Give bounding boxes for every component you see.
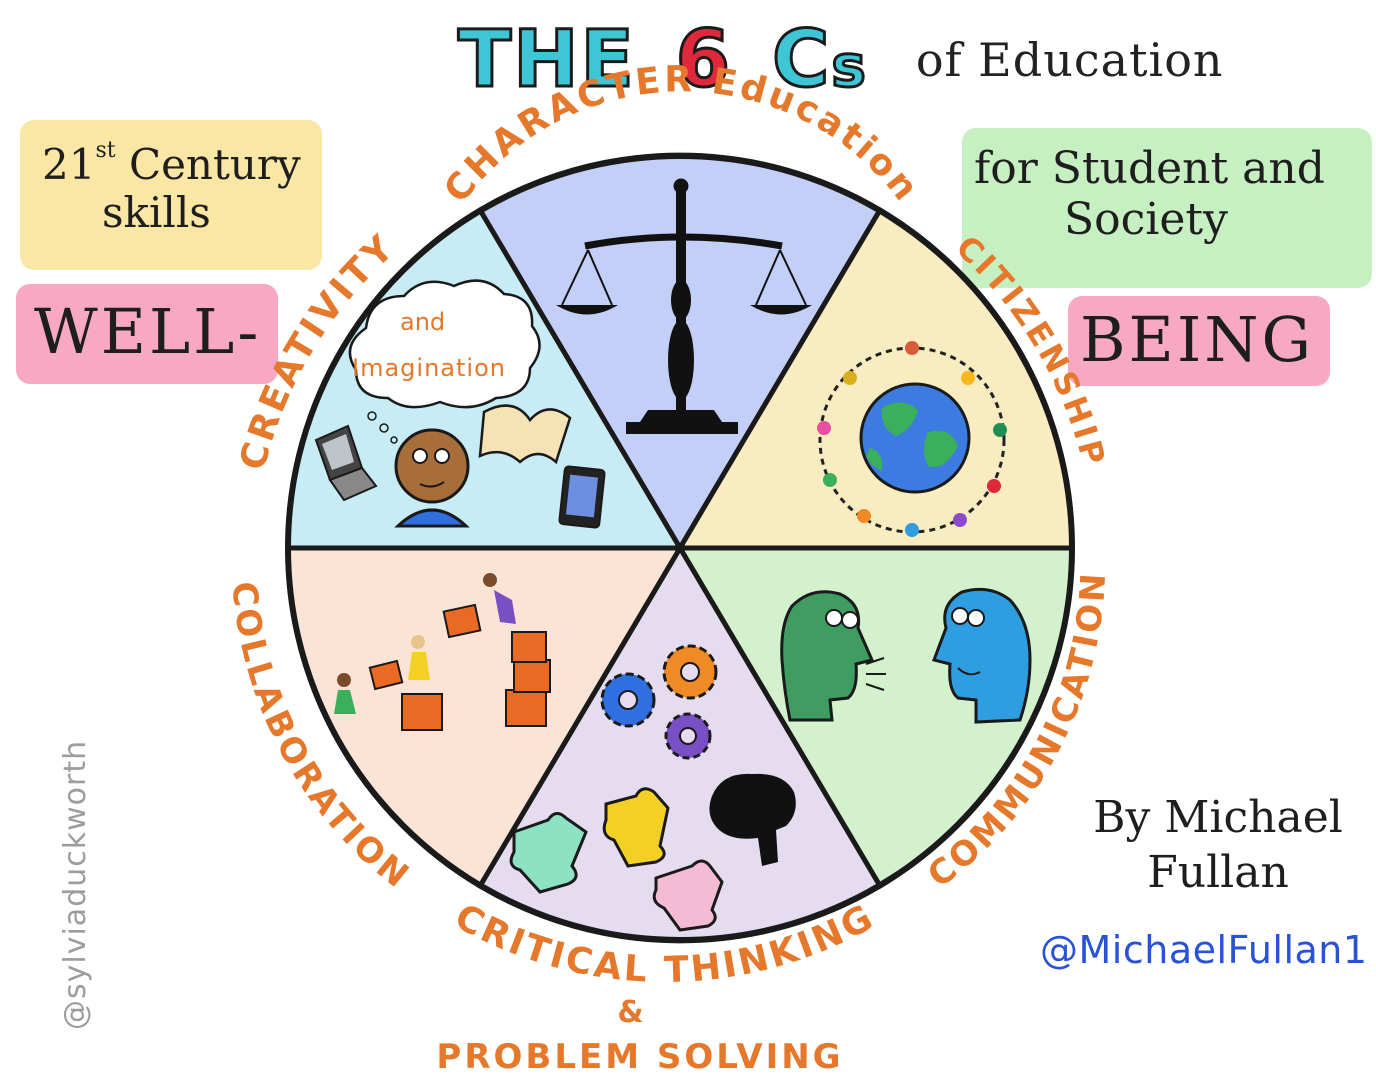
- century-number: 21: [42, 140, 96, 189]
- label-problem-solving: PROBLEM SOLVING: [436, 1037, 843, 1077]
- century-suffix: st: [95, 138, 116, 163]
- author-handle: @MichaelFullan1: [1040, 928, 1368, 972]
- title-c: C: [771, 15, 832, 105]
- laptop-icon: [314, 424, 378, 502]
- open-book-icon: [478, 404, 572, 465]
- author-line1: By Michael: [1093, 792, 1343, 843]
- title-cs: Cs: [771, 20, 868, 101]
- artist-credit: @sylviaduckworth: [58, 739, 93, 1030]
- globe-with-people-icon: [817, 341, 1007, 537]
- people-stacking-boxes-icon: [334, 573, 551, 731]
- century-word: Century: [115, 140, 301, 189]
- cloud-line1: and: [400, 308, 445, 336]
- diagram-title: THE 6 Cs of Education: [457, 10, 1224, 110]
- cloud-line2: Imagination: [352, 354, 506, 382]
- title-the: THE: [457, 15, 636, 105]
- wheel-outline: [285, 153, 1075, 943]
- century-skills-line2: skills: [102, 188, 211, 238]
- century-skills-note: 21st Century skills: [20, 120, 322, 270]
- title-of-education: of Education: [915, 33, 1224, 87]
- author-block: By Michael Fullan: [1068, 790, 1368, 900]
- two-talking-heads-icon: [780, 587, 1032, 724]
- title-six: 6: [674, 15, 733, 105]
- student-society-note: for Student and Society: [962, 128, 1372, 288]
- student-society-line2: Society: [1064, 193, 1228, 245]
- well-note: WELL-: [16, 284, 278, 384]
- scales-of-justice-icon: [556, 178, 812, 434]
- title-s: s: [830, 32, 868, 100]
- label-ampersand: &: [617, 995, 646, 1030]
- century-skills-line1: 21st Century: [42, 138, 322, 189]
- being-note: BEING: [1068, 296, 1330, 386]
- thinking-child-icon: and Imagination: [314, 279, 606, 529]
- author-line2: Fullan: [1147, 847, 1289, 898]
- gears-puzzle-brain-icon: [509, 644, 796, 932]
- student-society-line1: for Student and: [974, 143, 1325, 194]
- tablet-icon: [558, 465, 606, 529]
- artist-credit-wrap: @sylviaduckworth: [18, 700, 98, 1040]
